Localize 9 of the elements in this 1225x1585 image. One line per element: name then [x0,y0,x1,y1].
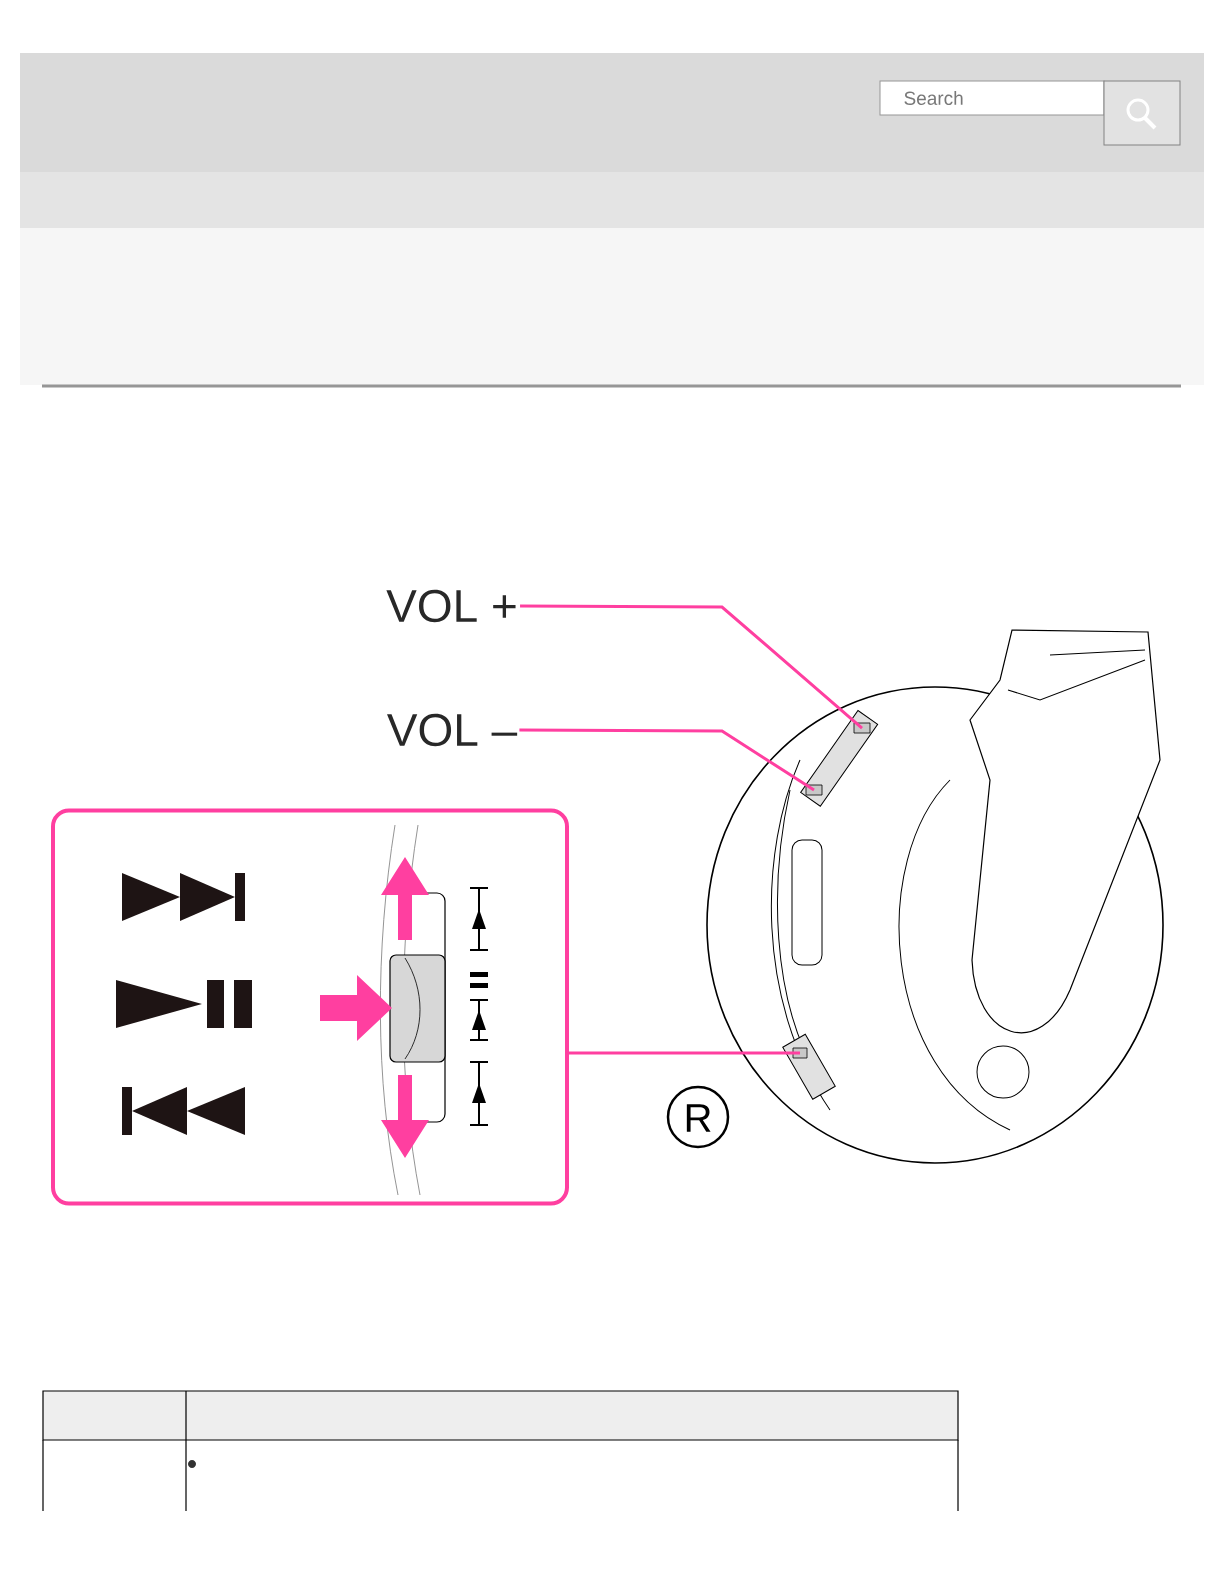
callout-label: VOL – [387,713,518,747]
button-part [805,784,823,796]
button-part [792,1047,808,1059]
search-field: Search [879,80,1105,116]
leader-line [519,728,815,792]
leader-line [569,1051,800,1055]
callout-label: VOL + [386,589,516,623]
leader-line [520,604,863,730]
button-part [853,722,871,734]
